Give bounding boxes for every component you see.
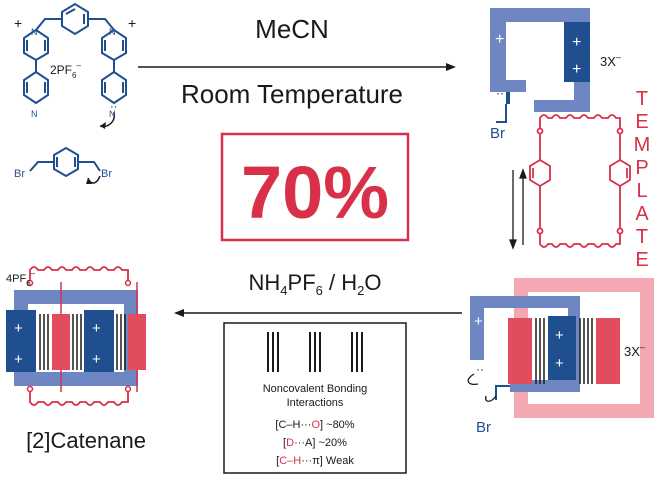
yield-box [220,132,410,242]
legend-row-ch-o: [C–H···O] ~80% [275,419,354,431]
svg-text:E: E [635,111,648,133]
plus-sign: + [14,351,23,368]
svg-text:E: E [635,249,648,271]
benzene-ring [53,146,79,178]
plus-sign: + [92,320,101,337]
lone-pair-dots: ·· [496,86,504,100]
lone-pair-dots: ·· [110,101,117,113]
nitrogen-label: N [109,109,116,119]
dioxybenzene-unit [128,314,146,370]
product-label: [2]Catenane [26,428,146,453]
svg-text:L: L [636,180,647,202]
legend-title-line2: Interactions [287,397,344,409]
bromine-label: Br [476,419,491,436]
svg-text:T: T [636,226,648,248]
benzene-ring [61,2,89,36]
bipyridinium-unit [548,316,576,380]
arrowhead-icon [446,63,456,71]
nitrogen-label: N [31,27,38,37]
bromine-label: Br [14,168,25,180]
bipyridinium-unit [84,310,114,372]
plus-sign: + [555,327,564,344]
methylene-link-right [88,18,115,31]
dioxybenzene-unit [52,314,70,370]
bipyridinium-unit [564,22,590,82]
counter-anion-label: 3X– [600,52,621,69]
crown-ether-template [529,114,631,248]
svg-text:M: M [634,134,651,156]
counter-anion-label: 2PF6– [50,61,81,80]
plus-sign: + [572,34,581,51]
svg-text:T: T [636,88,648,110]
condition-label: Room Temperature [181,79,403,109]
pyridine-ring-2 [101,70,127,105]
counter-anion-label: 4PF6– [6,269,36,288]
plus-sign: + [474,313,483,330]
pyridine-ring-1 [23,70,49,105]
solvent-label: MeCN [255,14,329,44]
pseudorotaxane-intermediate [470,278,654,418]
plus-sign: + [14,15,22,31]
legend-title-line1: Noncovalent Bonding [263,383,368,395]
plus-sign: + [572,61,581,78]
counter-anion-label: 3X– [624,342,645,359]
reagent-label: NH4PF6 / H2O [249,270,382,298]
bipyridinium-unit [6,310,36,372]
plus-sign: + [495,31,504,48]
bipyridinium-precursor [23,2,127,129]
catenane-product [6,266,146,406]
template-word: T E M P L A T E [634,88,651,271]
dioxybenzene-unit [596,318,620,384]
bromine-label: Br [101,168,112,180]
plus-sign: + [92,351,101,368]
svg-text:P: P [635,157,648,179]
yield-value: 70% [241,151,389,234]
nitrogen-label: N [31,109,38,119]
plus-sign: + [128,15,136,31]
plus-sign: + [555,355,564,372]
dioxybenzene-unit [508,318,532,384]
dibromoxylene [29,146,101,184]
plus-sign: + [14,320,23,337]
curly-arrow-icon [467,373,479,386]
legend-row-ch-pi: [C–H···π] Weak [276,455,354,467]
arrowhead-icon [174,309,184,317]
methylene-link-left [35,18,62,31]
curly-arrow-icon [484,395,497,402]
legend-row-donor-acceptor: [D···A] ~20% [283,437,347,449]
lone-pair-dots: ·· [476,362,484,376]
bromine-label: Br [490,125,505,142]
stacking-symbol [267,332,363,372]
svg-text:A: A [635,203,649,225]
nitrogen-label: N [109,27,116,37]
equilibrium-arrows [509,168,527,250]
bromomethyl-arm [496,104,507,123]
trication-intermediate [490,8,590,112]
